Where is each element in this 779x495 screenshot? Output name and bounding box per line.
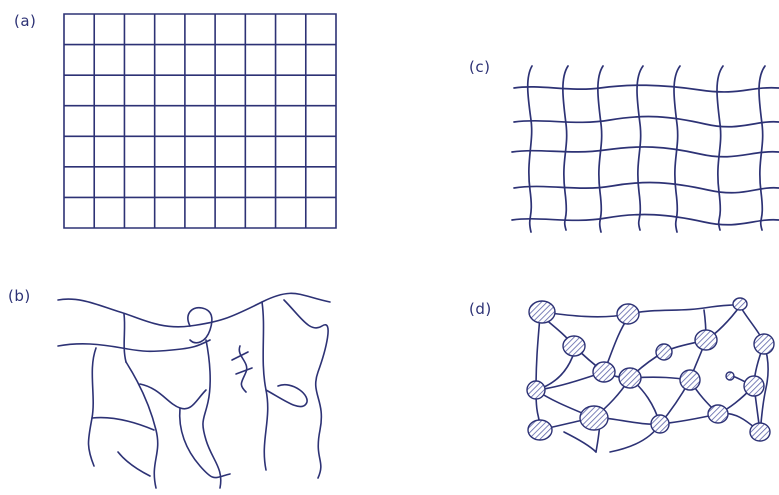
panel-a-regular-grid — [64, 14, 336, 228]
panel-b-irregular-network — [58, 293, 330, 488]
panel-c-wavy-grid — [512, 66, 779, 232]
panel-d-junction-network — [527, 298, 774, 452]
